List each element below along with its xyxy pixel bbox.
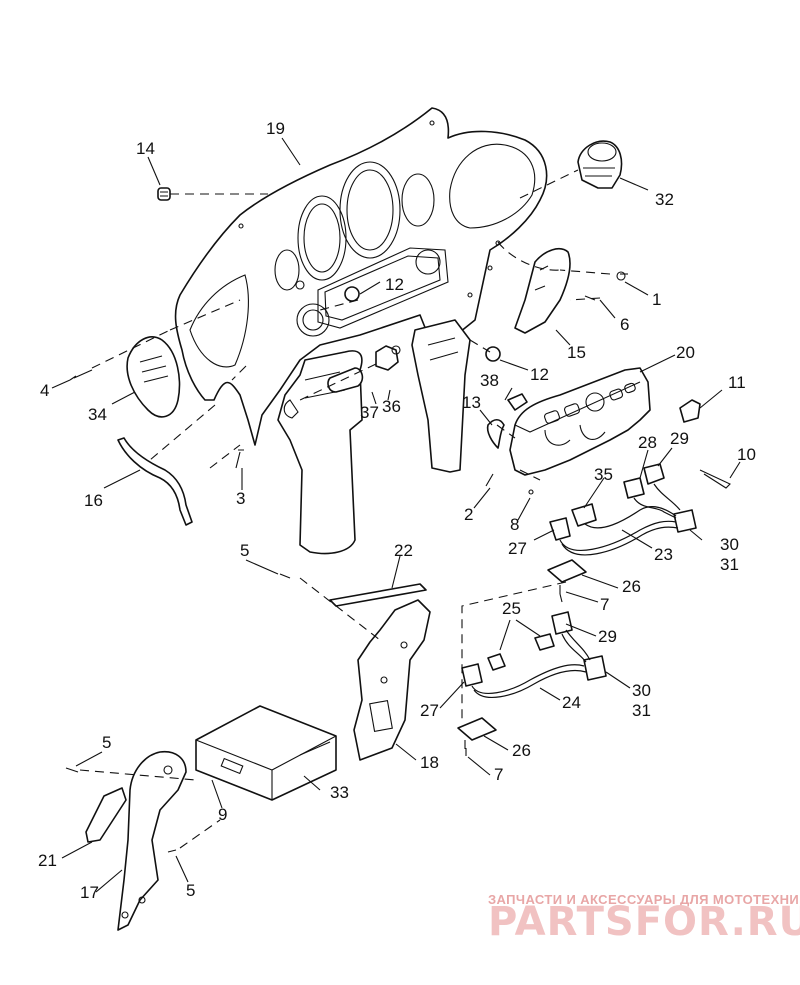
callout-16: 16 (84, 491, 103, 510)
grommet-14 (157, 187, 171, 201)
bracket-22 (329, 583, 427, 607)
callout-35: 35 (594, 465, 613, 484)
callout-13: 13 (462, 393, 481, 412)
grommet-12-lower (485, 346, 501, 362)
callout-17: 17 (80, 883, 99, 902)
watermark-tagline: ЗАПЧАСТИ И АКСЕССУАРЫ ДЛЯ МОТОТЕХНИКИ (488, 892, 800, 907)
callout-26b: 26 (512, 741, 531, 760)
trim-16 (117, 437, 193, 526)
inner-fairing (277, 319, 471, 555)
callout-24: 24 (562, 693, 581, 712)
callout-5a: 5 (240, 541, 249, 560)
callout-26a: 26 (622, 577, 641, 596)
callout-15: 15 (567, 343, 586, 362)
callout-20: 20 (676, 343, 695, 362)
callout-9: 9 (218, 805, 227, 824)
callout-38: 38 (480, 371, 499, 390)
callout-33: 33 (330, 783, 349, 802)
callout-14: 14 (136, 139, 155, 158)
watermark: ЗАПЧАСТИ И АКСЕССУАРЫ ДЛЯ МОТОТЕХНИКИ PA… (488, 892, 800, 945)
watermark-logo: PARTSFOR.RU (488, 899, 800, 945)
callout-25: 25 (502, 599, 521, 618)
callout-8: 8 (510, 515, 519, 534)
callout-30a: 30 (720, 535, 739, 554)
callout-27a: 27 (508, 539, 527, 558)
callout-6: 6 (620, 315, 629, 334)
callout-11: 11 (728, 373, 746, 392)
callout-37: 37 (360, 403, 379, 422)
callout-7a: 7 (600, 595, 609, 614)
callout-28: 28 (638, 433, 657, 452)
bracket-17 (117, 750, 187, 931)
gauge-cup-32 (577, 140, 623, 189)
callout-21: 21 (38, 851, 57, 870)
callout-29b: 29 (598, 627, 617, 646)
cable-tie-10 (699, 469, 731, 489)
bracket-26-lower (457, 717, 497, 741)
callout-1: 1 (652, 290, 661, 309)
callout-30b: 30 (632, 681, 651, 700)
callout-31b: 31 (632, 701, 651, 720)
outer-fairing-19 (174, 107, 548, 446)
callout-34: 34 (88, 405, 107, 424)
callout-7b: 7 (494, 765, 503, 784)
clip-11 (679, 399, 701, 423)
callout-29a: 29 (670, 429, 689, 448)
callout-36: 36 (382, 397, 401, 416)
clip-13 (486, 418, 505, 449)
callout-4: 4 (40, 381, 49, 400)
callout-18: 18 (420, 753, 439, 772)
clip-38 (507, 393, 528, 411)
callout-23: 23 (654, 545, 673, 564)
callout-10: 10 (737, 445, 756, 464)
harness-23 (549, 463, 697, 556)
bracket-18 (353, 599, 431, 761)
callout-32: 32 (655, 190, 674, 209)
callout-5b: 5 (102, 733, 111, 752)
callout-5c: 5 (186, 881, 195, 900)
callout-22: 22 (394, 541, 413, 560)
leader-lines (51, 137, 741, 893)
callout-12a: 12 (385, 275, 404, 294)
callout-2: 2 (464, 505, 473, 524)
callout-27b: 27 (420, 701, 439, 720)
bracket-26-upper (547, 559, 587, 583)
grommet-12-upper (344, 286, 360, 302)
speaker-cover-34 (126, 336, 181, 418)
bracket-21 (85, 787, 127, 843)
module-33 (195, 705, 337, 801)
callouts: 19 14 32 1 6 15 12 12 20 11 38 13 37 36 … (38, 119, 756, 902)
harness-24 (461, 611, 607, 698)
callout-31a: 31 (720, 555, 739, 574)
callout-12b: 12 (530, 365, 549, 384)
screws (65, 271, 628, 853)
outlet-36-37 (327, 345, 401, 393)
callout-19: 19 (266, 119, 285, 138)
switch-panel-20 (509, 367, 651, 476)
callout-3: 3 (236, 489, 245, 508)
